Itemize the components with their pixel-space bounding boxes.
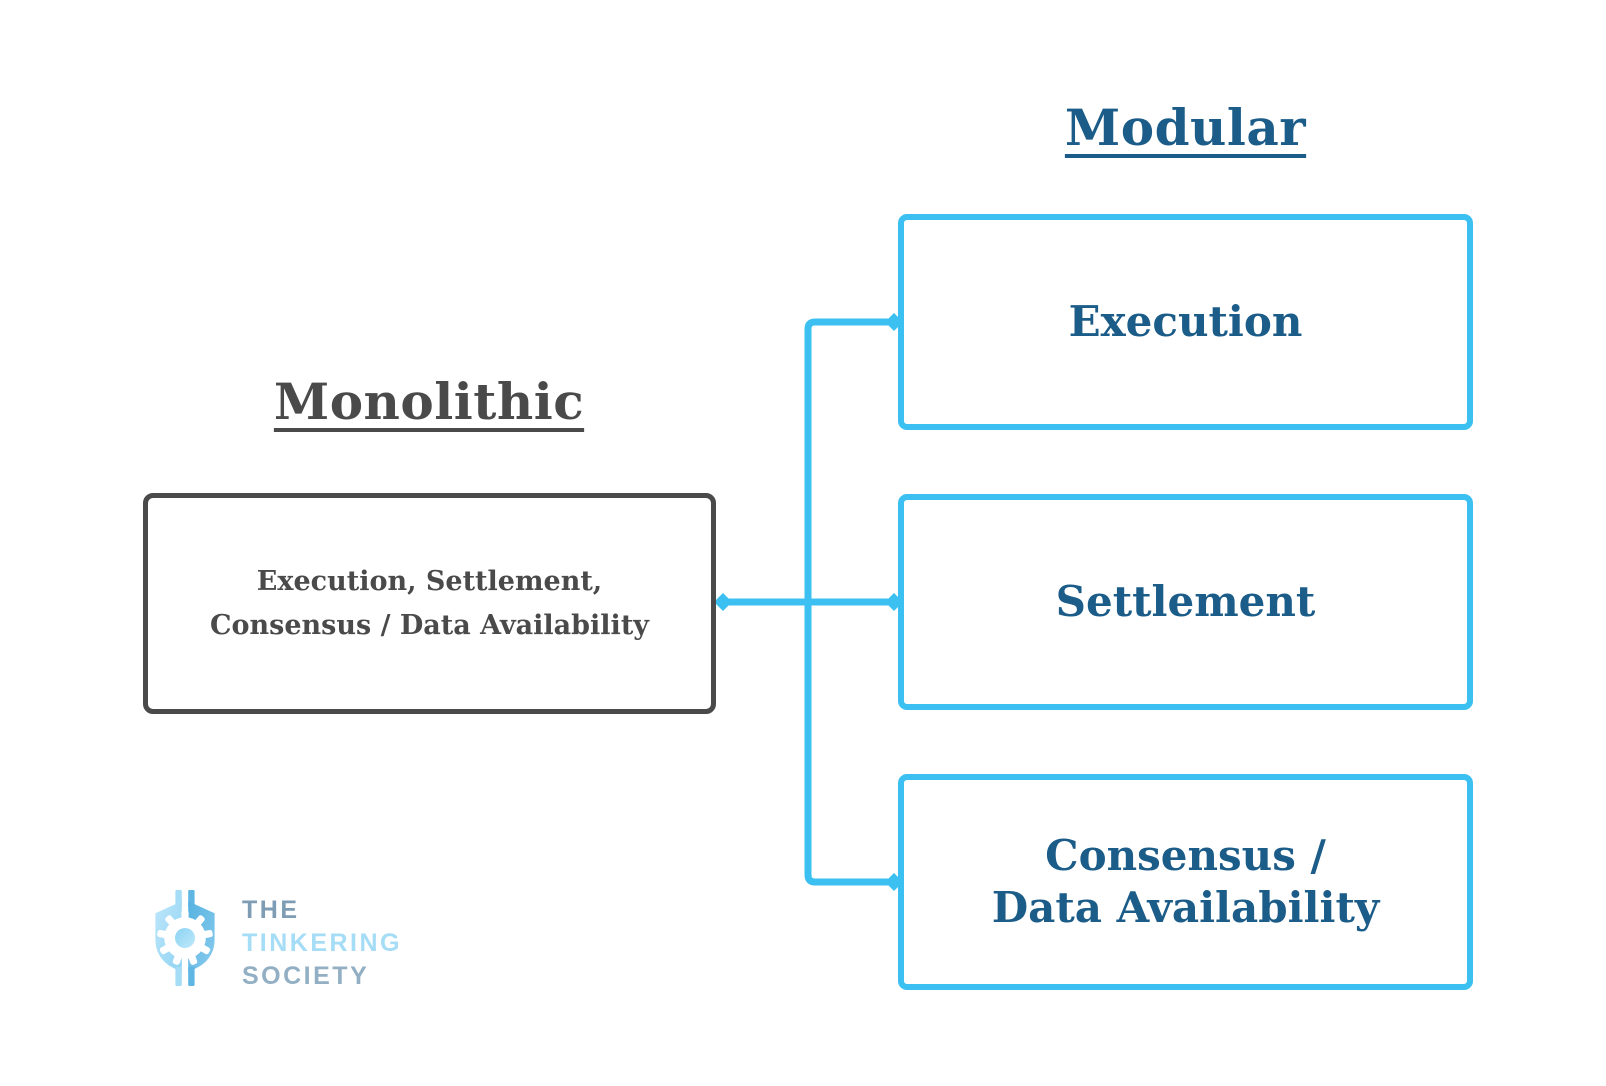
logo-line-tinkering: TINKERING	[242, 929, 402, 957]
modular-box-consensus-data-availability: Consensus / Data Availability	[898, 774, 1473, 990]
modular-box-execution-label: Execution	[1068, 297, 1303, 346]
logo-wordmark: THE TINKERING SOCIETY	[242, 894, 402, 993]
modular-box-settlement-label: Settlement	[1055, 577, 1316, 626]
connector-arrow-diamond	[714, 593, 732, 611]
monolithic-box-label: Execution, Settlement, Consensus / Data …	[210, 565, 649, 641]
modular-heading: Modular	[1064, 98, 1307, 157]
monolithic-heading: Monolithic	[273, 372, 585, 431]
modular-box-consensus-label: Consensus / Data Availability	[991, 831, 1380, 932]
modular-box-execution: Execution	[898, 214, 1473, 430]
connector-trunk	[804, 318, 894, 886]
shield-gear-icon	[155, 890, 215, 986]
modular-box-settlement: Settlement	[898, 494, 1473, 710]
logo: THE TINKERING SOCIETY	[145, 886, 402, 993]
monolithic-box: Execution, Settlement, Consensus / Data …	[143, 493, 716, 714]
logo-line-the: THE	[242, 896, 300, 924]
logo-line-society: SOCIETY	[242, 962, 370, 990]
